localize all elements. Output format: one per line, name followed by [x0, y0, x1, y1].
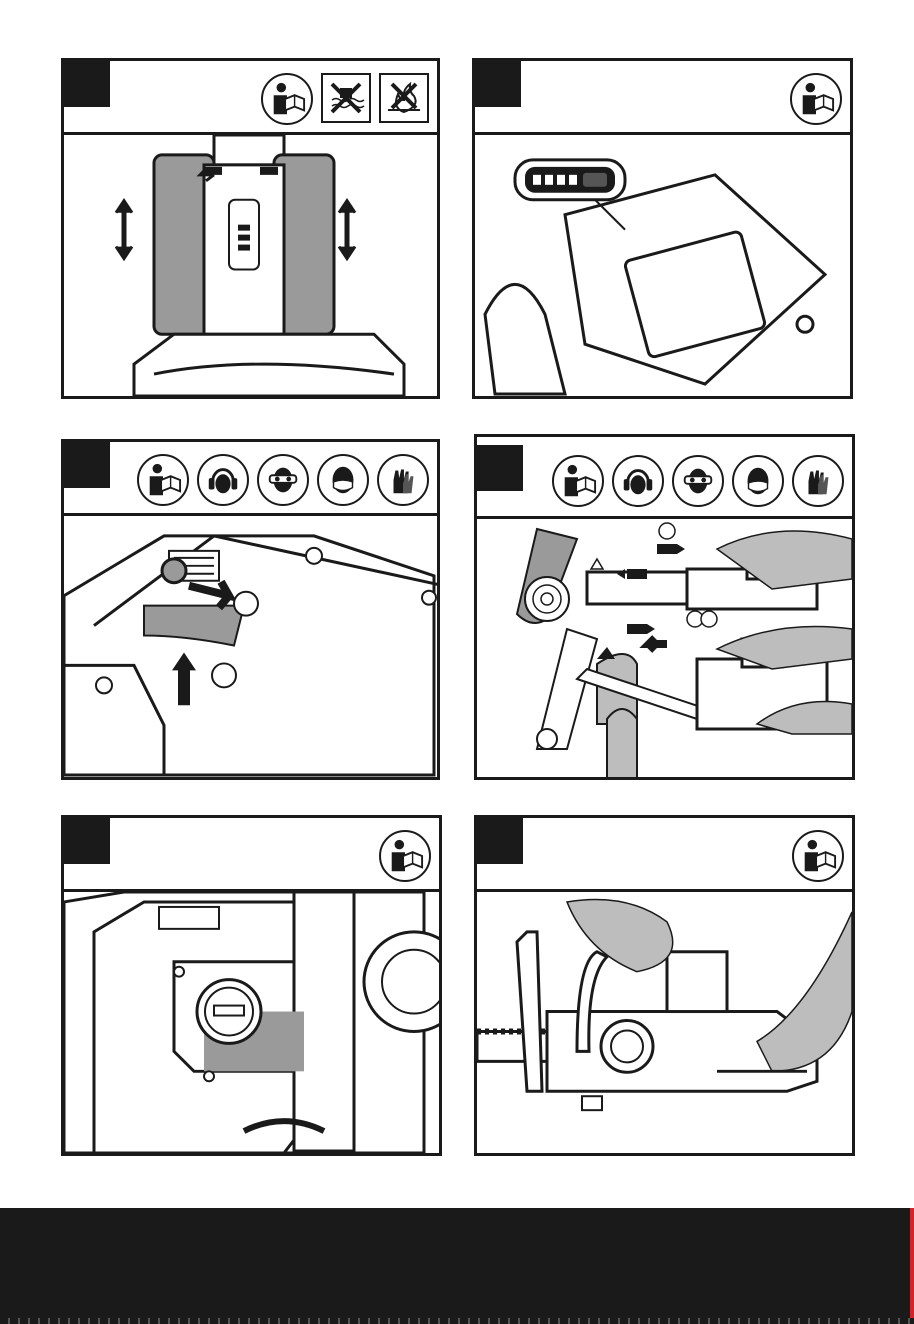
- panel-oil-cap: [61, 815, 442, 1156]
- read-manual-icon: [552, 455, 604, 507]
- step-badge: [477, 818, 523, 864]
- read-manual-icon: [790, 73, 842, 125]
- panel-header: [475, 61, 850, 135]
- panel-header: [477, 818, 852, 892]
- panel-cutting-technique: [474, 434, 855, 780]
- ear-protection-icon: [612, 455, 664, 507]
- gloves-icon: [792, 455, 844, 507]
- step-badge: [475, 61, 521, 107]
- panel-start-trigger: [61, 439, 440, 780]
- illustration-battery-indicator: [475, 135, 850, 396]
- step-badge: [477, 445, 523, 491]
- dust-mask-icon: [317, 454, 369, 506]
- gloves-icon: [377, 454, 429, 506]
- illustration-two-hand-grip: [477, 892, 852, 1153]
- read-manual-icon: [792, 830, 844, 882]
- illustration-battery-insert: [64, 135, 437, 396]
- panel-header: [477, 437, 852, 519]
- panel-battery-insert: [61, 58, 440, 399]
- dust-mask-icon: [732, 455, 784, 507]
- panel-header: [64, 61, 437, 135]
- eye-protection-icon: [257, 454, 309, 506]
- panel-header: [64, 818, 439, 892]
- footer-stripe: [0, 1318, 914, 1324]
- no-water-icon: [321, 73, 371, 123]
- illustration-start-trigger: [64, 516, 437, 777]
- read-manual-icon: [137, 454, 189, 506]
- no-fire-icon: [379, 73, 429, 123]
- read-manual-icon: [379, 830, 431, 882]
- panel-two-hand-grip: [474, 815, 855, 1156]
- ear-protection-icon: [197, 454, 249, 506]
- footer-accent: [910, 1208, 914, 1324]
- step-badge: [64, 61, 110, 107]
- footer-band: [0, 1208, 914, 1324]
- illustration-oil-cap: [64, 892, 439, 1153]
- eye-protection-icon: [672, 455, 724, 507]
- illustration-cutting-technique: [477, 519, 852, 777]
- panel-battery-indicator: [472, 58, 853, 399]
- read-manual-icon: [261, 73, 313, 125]
- step-badge: [64, 442, 110, 488]
- panel-header: [64, 442, 437, 516]
- step-badge: [64, 818, 110, 864]
